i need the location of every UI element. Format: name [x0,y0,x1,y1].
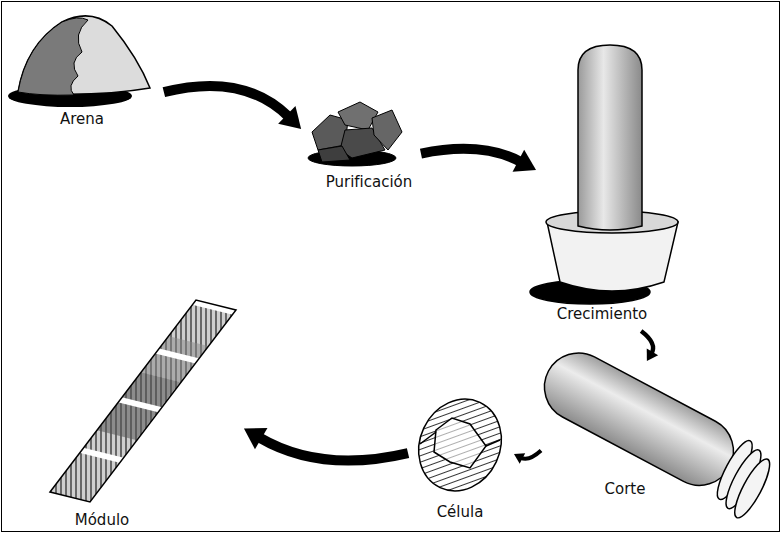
crystal-growth [530,45,678,304]
stage-label: Corte [605,480,646,498]
solar-module [40,264,250,510]
solar-cell [404,385,516,504]
arrow-head [244,428,268,449]
process-stage: Arena [10,10,160,132]
flow-arrow [514,451,541,464]
stage-label: Módulo [75,511,130,529]
silicon-chunks [308,102,402,166]
process-stage: Crecimiento [540,35,685,327]
stage-label: Crecimiento [557,305,648,323]
flow-arrow [164,86,301,129]
arrow-shaft [164,86,288,116]
flow-arrow [244,428,408,461]
process-stage: Módulo [40,295,240,531]
process-stage: Corte [545,365,777,505]
flow-arrow [421,149,536,172]
stage-label: Arena [60,110,104,128]
arrow-shaft [421,149,520,162]
arrow-shaft [259,438,408,461]
stage-label: Célula [437,503,484,521]
stage-label: Purificación [326,173,413,191]
arrow-head [514,453,525,463]
process-stage: Purificación [305,95,417,195]
sand-pile [8,16,150,107]
process-stage: Célula [412,395,510,527]
ingot-slicing [529,341,780,522]
arrow-head [278,106,301,129]
flow-arrow [641,331,658,361]
arrow-head [647,348,658,361]
arrow-head [513,150,536,172]
